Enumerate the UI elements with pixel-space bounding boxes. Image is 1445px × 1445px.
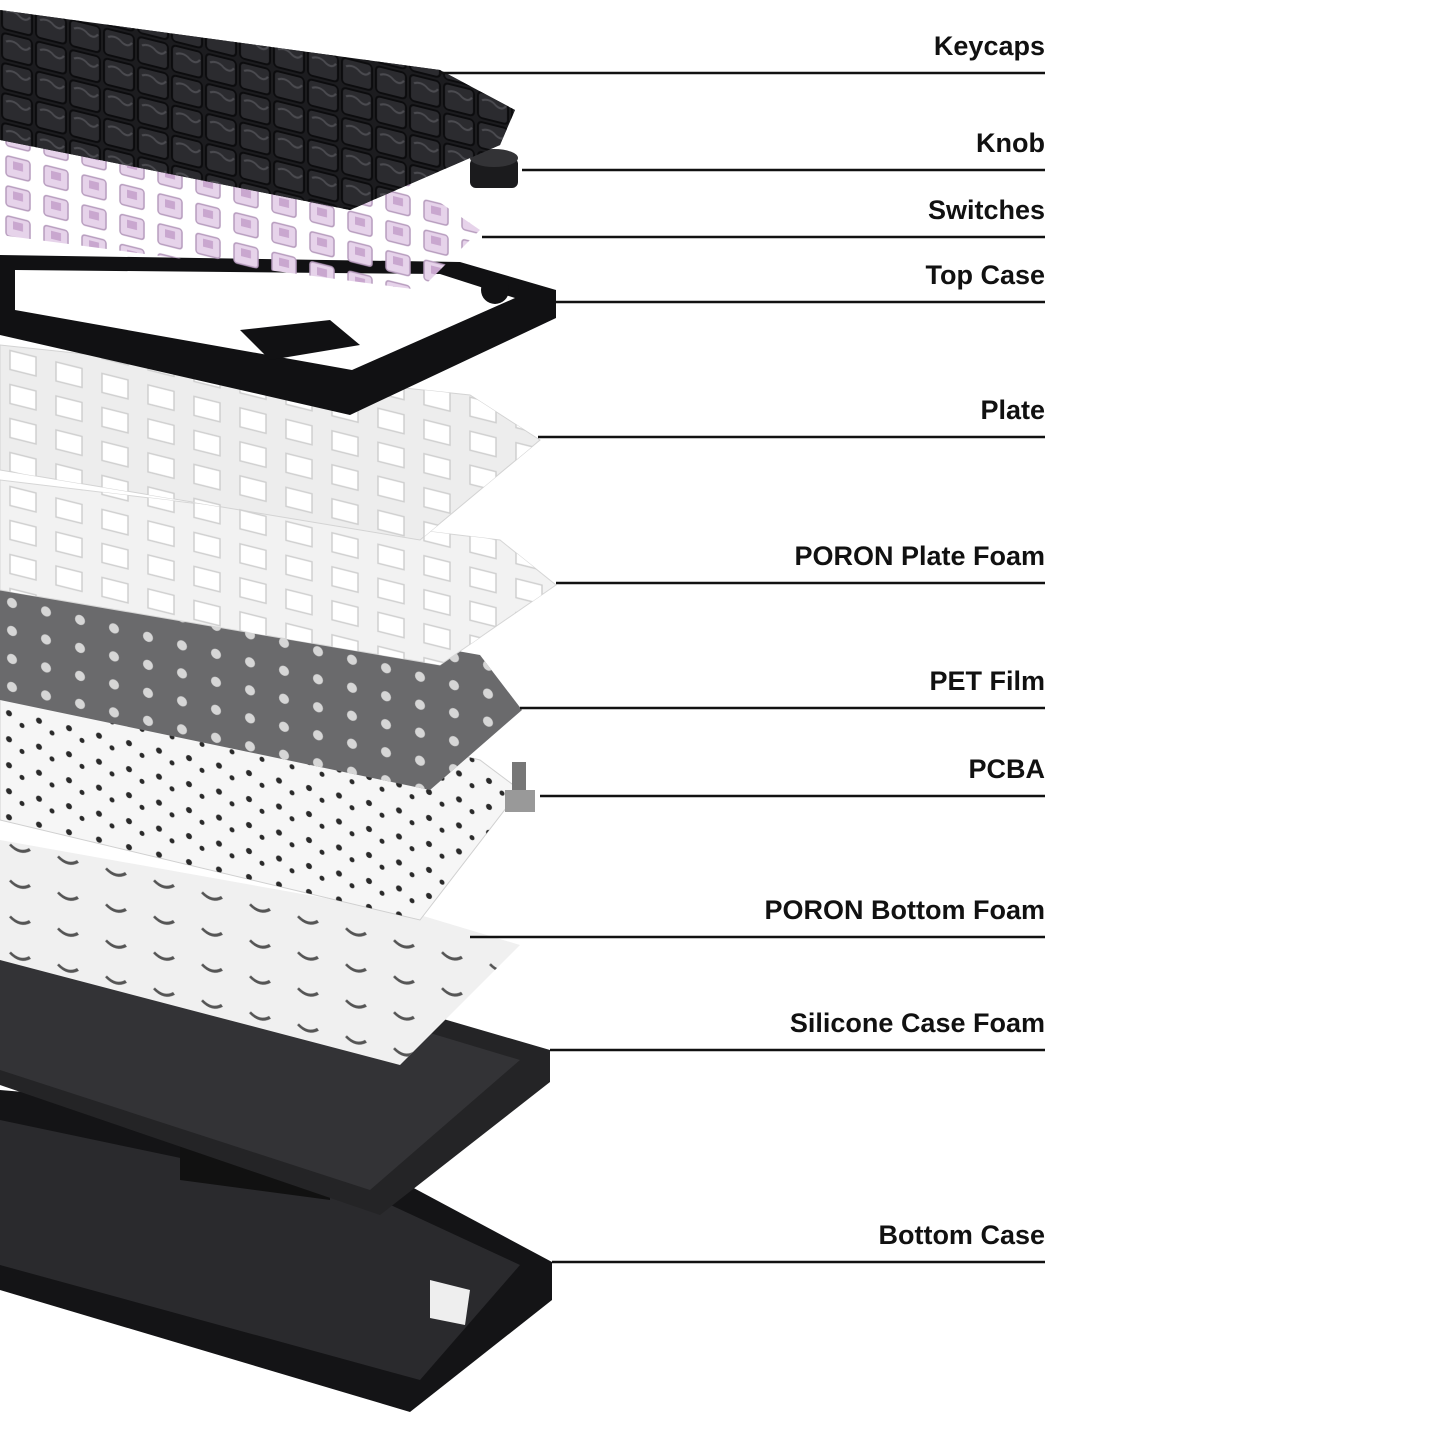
poron-bottom-foam-illustration xyxy=(0,840,520,1065)
leader-lines xyxy=(440,71,1045,1264)
label-knob: Knob xyxy=(976,128,1045,158)
label-pet-film: PET Film xyxy=(929,666,1045,696)
label-pcba: PCBA xyxy=(968,754,1045,784)
label-poron-plate-foam: PORON Plate Foam xyxy=(794,541,1045,571)
label-switches: Switches xyxy=(927,195,1045,225)
label-plate: Plate xyxy=(980,395,1045,425)
label-bottom-case: Bottom Case xyxy=(878,1220,1045,1250)
keycaps-illustration xyxy=(0,10,515,210)
pet-film-illustration xyxy=(0,570,522,790)
silicone-case-foam-illustration xyxy=(0,940,550,1215)
label-keycaps: Keycaps xyxy=(933,31,1045,61)
knob-illustration xyxy=(470,149,518,188)
plate-illustration xyxy=(0,344,541,541)
label-top-case: Top Case xyxy=(925,260,1045,290)
label-poron-bottom-foam: PORON Bottom Foam xyxy=(764,895,1046,925)
label-silicone-case-foam: Silicone Case Foam xyxy=(789,1008,1045,1038)
top-case-illustration xyxy=(0,255,556,415)
